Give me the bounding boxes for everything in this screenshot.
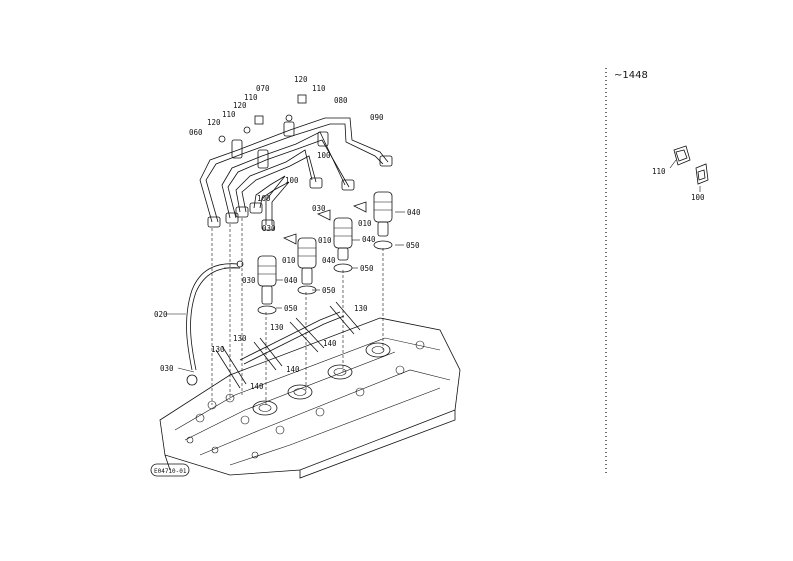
range-label: ~1448 xyxy=(614,70,648,81)
callout-110: 110 xyxy=(244,93,258,102)
callout-030: 030 xyxy=(160,364,174,373)
callout-010: 010 xyxy=(358,219,372,228)
callout-050: 050 xyxy=(284,304,298,313)
callout-130: 130 xyxy=(270,323,284,332)
callout-050: 050 xyxy=(322,286,336,295)
callout-100: 100 xyxy=(285,176,299,185)
callout-130: 130 xyxy=(354,304,368,313)
callout-040: 040 xyxy=(284,276,298,285)
callout-020: 020 xyxy=(154,310,168,319)
callout-140: 140 xyxy=(286,365,300,374)
glow-plugs xyxy=(215,301,361,389)
callout-040: 040 xyxy=(407,208,421,217)
drawing-stamp: E04710-01 xyxy=(150,463,190,477)
inset-label-110: 110 xyxy=(652,167,666,176)
engine-block xyxy=(159,317,461,479)
callout-010: 010 xyxy=(282,256,296,265)
callout-050: 050 xyxy=(360,264,374,273)
callout-120: 120 xyxy=(233,101,247,110)
callout-110: 110 xyxy=(312,84,326,93)
small-hardware xyxy=(186,94,307,386)
stamp-code: E04710-01 xyxy=(154,468,187,475)
leader-lines xyxy=(166,211,405,405)
callout-130: 130 xyxy=(233,334,247,343)
callout-120: 120 xyxy=(207,118,221,127)
callout-100: 100 xyxy=(257,194,271,203)
callout-140: 140 xyxy=(323,339,337,348)
inset-label-100: 100 xyxy=(691,193,705,202)
callout-050: 050 xyxy=(406,241,420,250)
callout-070: 070 xyxy=(256,84,270,93)
return-pipe xyxy=(186,263,241,371)
callout-030: 030 xyxy=(262,224,276,233)
injection-pipes xyxy=(199,117,393,231)
callout-040: 040 xyxy=(322,256,336,265)
callout-090: 090 xyxy=(370,113,384,122)
callout-100: 100 xyxy=(317,151,331,160)
callout-080: 080 xyxy=(334,96,348,105)
callout-labels: 120 070 110 110 080 120 110 090 120 060 … xyxy=(154,75,421,391)
callout-060: 060 xyxy=(189,128,203,137)
callout-130: 130 xyxy=(211,345,225,354)
callout-040: 040 xyxy=(362,235,376,244)
inset-parts: 110 100 xyxy=(652,145,709,202)
callout-030: 030 xyxy=(242,276,256,285)
nozzle-holders xyxy=(257,191,393,315)
callout-120: 120 xyxy=(294,75,308,84)
callout-110: 110 xyxy=(222,110,236,119)
callout-030: 030 xyxy=(312,204,326,213)
callout-010: 010 xyxy=(318,236,332,245)
callout-140: 140 xyxy=(250,382,264,391)
